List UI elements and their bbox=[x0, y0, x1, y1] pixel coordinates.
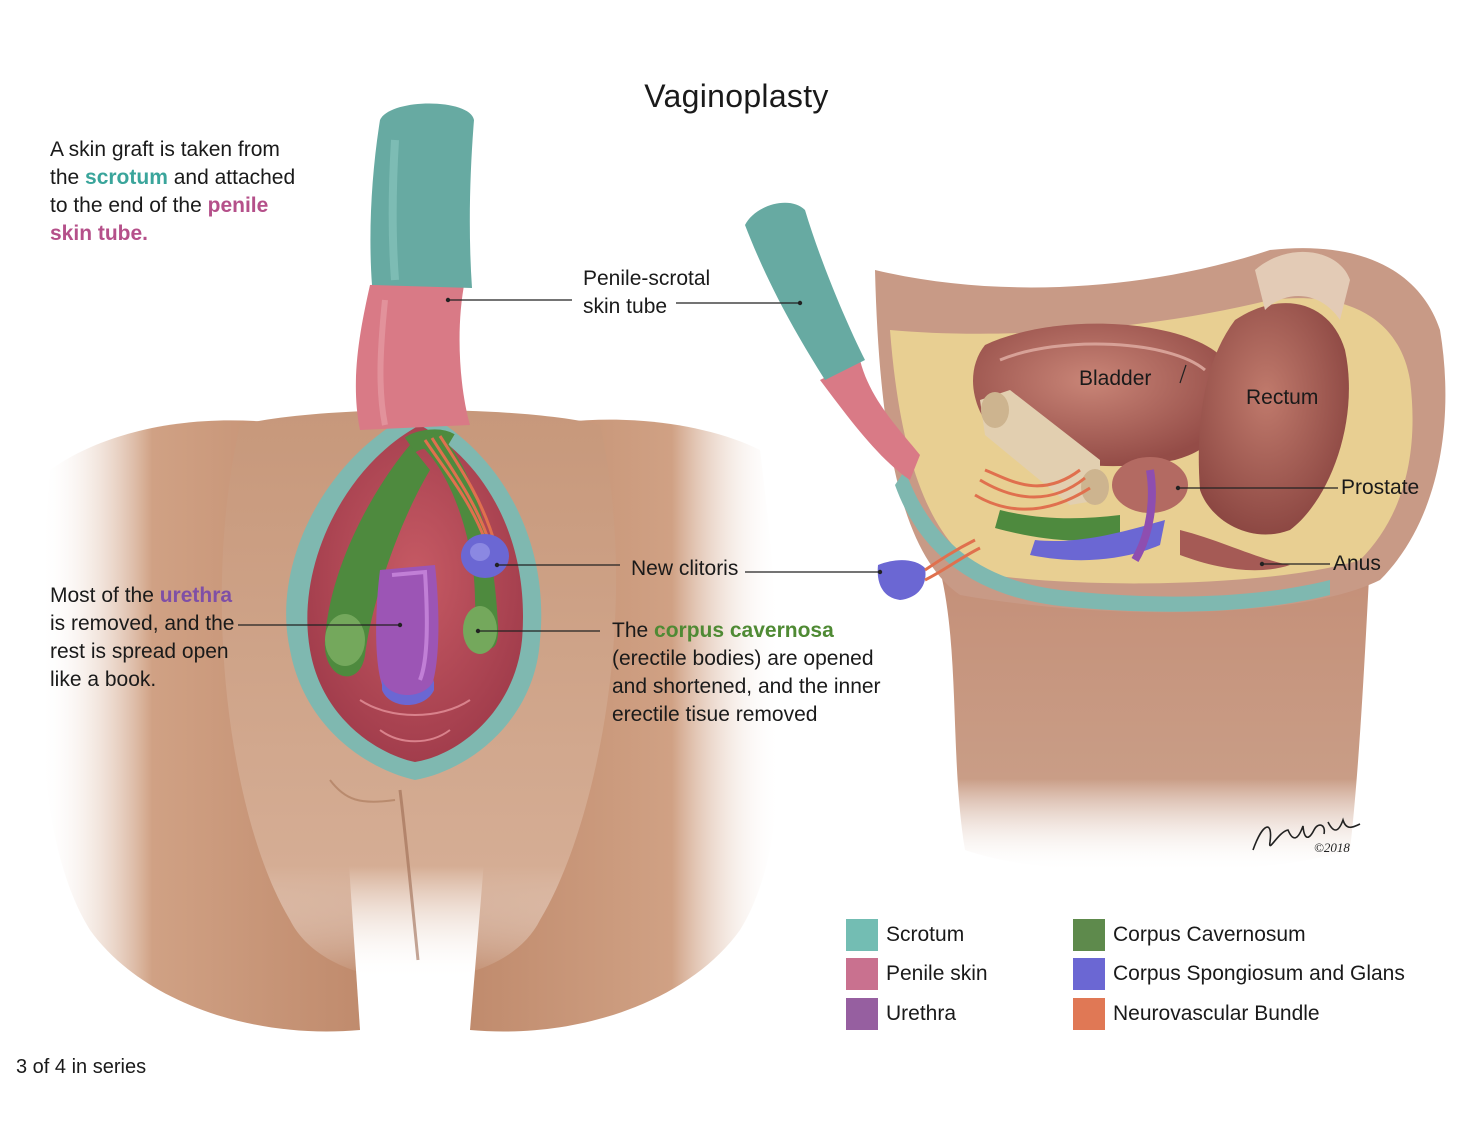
caption-urethra: Most of the urethra is removed, and the … bbox=[50, 582, 234, 694]
penile-skin-tube bbox=[355, 280, 470, 430]
scrotum-highlight: scrotum bbox=[85, 166, 168, 189]
urethra-spread bbox=[376, 565, 439, 697]
leader-lines bbox=[238, 299, 1338, 632]
skin-tube-highlight: skin tube. bbox=[50, 222, 149, 245]
caption-line: rest is spread open bbox=[50, 640, 229, 663]
caption-line: Most of the urethra bbox=[50, 582, 234, 610]
label-new-clitoris: New clitoris bbox=[631, 557, 739, 580]
urethra-highlight: urethra bbox=[159, 584, 233, 607]
caption-corpus-cavernosa: The corpus cavernosa (erectile bodies) a… bbox=[612, 617, 881, 729]
legend-label: Scrotum bbox=[886, 923, 965, 946]
caption-line: erectile tisue removed bbox=[612, 703, 818, 726]
caption-text: and attached bbox=[167, 166, 296, 189]
neurovascular-bundle-left bbox=[423, 435, 498, 549]
diagram-title: Vaginoplasty bbox=[644, 78, 829, 114]
caption-text: the bbox=[50, 166, 86, 189]
label-skin-tube: Penile-scrotal skin tube bbox=[583, 265, 710, 321]
cavernosum-sagittal bbox=[995, 510, 1120, 541]
caption-text: to the end of the bbox=[50, 194, 208, 217]
frontal-view bbox=[40, 103, 781, 1032]
spongiosum-frontal bbox=[382, 680, 434, 705]
artist-signature: ©2018 bbox=[1252, 817, 1361, 855]
label-rectum: Rectum bbox=[1246, 386, 1319, 409]
svg-text:©2018: ©2018 bbox=[1314, 840, 1350, 855]
legend-swatch bbox=[846, 998, 878, 1030]
caption-skin-graft: A skin graft is taken from the scrotum a… bbox=[50, 136, 295, 248]
caption-line: The corpus cavernosa bbox=[612, 617, 881, 645]
legend-label: Penile skin bbox=[886, 962, 988, 985]
series-note: 3 of 4 in series bbox=[16, 1056, 147, 1078]
label-prostate: Prostate bbox=[1341, 476, 1420, 499]
penile-highlight: penile bbox=[207, 194, 269, 217]
label-anus: Anus bbox=[1333, 552, 1381, 575]
caption-text: Most of the bbox=[50, 584, 160, 607]
caption-line: is removed, and the bbox=[50, 612, 235, 635]
label-line: skin tube bbox=[583, 295, 668, 318]
label-line: Penile-scrotal bbox=[583, 267, 711, 290]
spongiosum-sagittal bbox=[1030, 520, 1165, 561]
sagittal-view bbox=[745, 202, 1446, 873]
caption-line: to the end of the penile bbox=[50, 192, 295, 220]
caption-line: and shortened, and the inner bbox=[612, 675, 881, 698]
legend-swatch bbox=[846, 919, 878, 951]
scrotal-graft bbox=[370, 103, 474, 288]
anus-tissue bbox=[1180, 530, 1290, 571]
caption-line: (erectile bodies) are opened bbox=[612, 647, 874, 670]
legend-label: Corpus Spongiosum and Glans bbox=[1113, 962, 1405, 985]
legend-swatch bbox=[1073, 919, 1105, 951]
caption-line: like a book. bbox=[50, 668, 157, 691]
neurovascular-bundle-sagittal bbox=[974, 468, 1091, 511]
label-bladder: Bladder bbox=[1079, 367, 1152, 390]
scrotal-graft-sagittal bbox=[745, 202, 865, 380]
legend-swatch bbox=[1073, 958, 1105, 990]
corpus-cavernosa-right bbox=[420, 440, 499, 648]
rectum bbox=[1198, 303, 1349, 535]
caption-line: A skin graft is taken from bbox=[50, 138, 280, 161]
new-clitoris-sagittal bbox=[877, 560, 926, 600]
caption-text: The bbox=[612, 619, 655, 642]
legend-swatch bbox=[1073, 998, 1105, 1030]
penile-tube-sagittal bbox=[820, 360, 920, 480]
cavernosa-highlight: corpus cavernosa bbox=[654, 619, 834, 642]
body-lower bbox=[940, 560, 1370, 873]
caption-line: the scrotum and attached bbox=[50, 164, 295, 192]
skin-margin-teal bbox=[895, 470, 1330, 612]
legend-swatch bbox=[846, 958, 878, 990]
legend-label: Corpus Cavernosum bbox=[1113, 923, 1306, 946]
urethra-sagittal bbox=[1131, 469, 1156, 563]
legend-label: Neurovascular Bundle bbox=[1113, 1002, 1320, 1025]
legend-label: Urethra bbox=[886, 1002, 957, 1025]
